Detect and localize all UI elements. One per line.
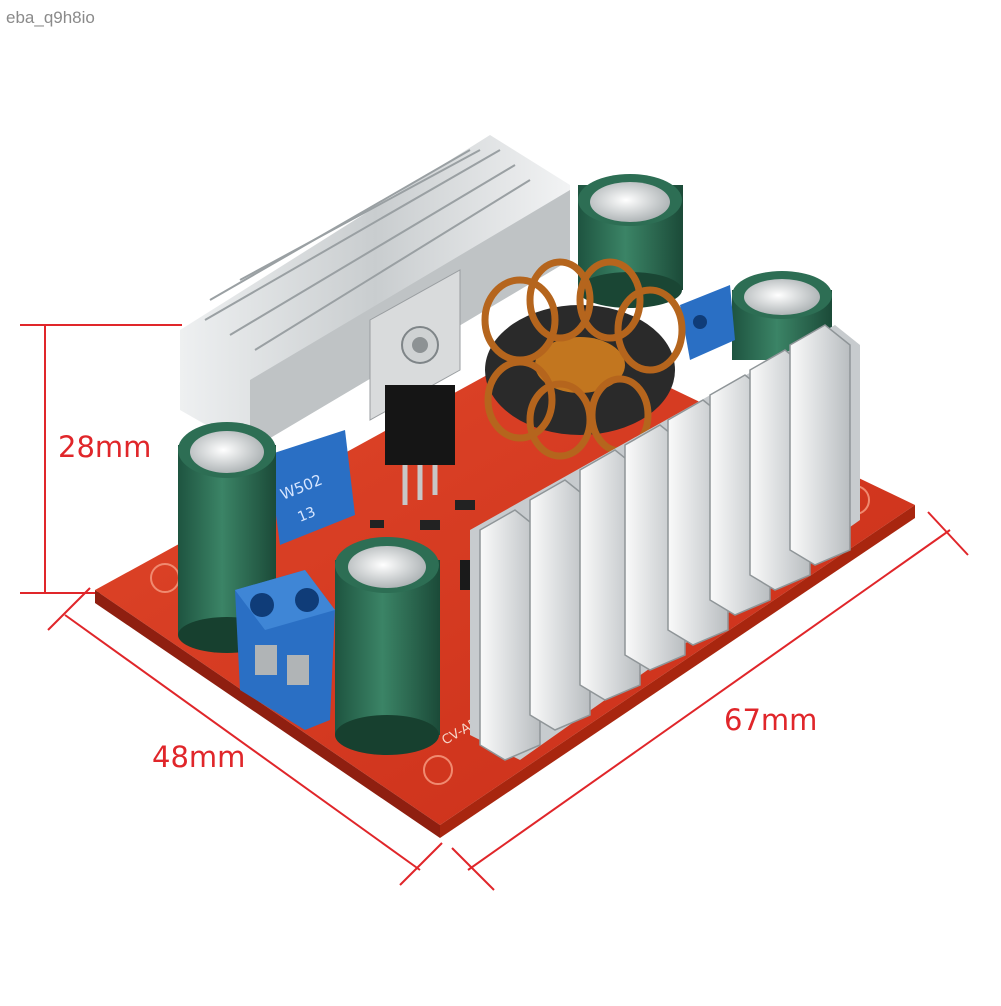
capacitor-back-center <box>578 174 683 308</box>
length-dimension-label: 67mm <box>724 703 818 737</box>
capacitor-front <box>335 537 440 755</box>
watermark-text: eba_q9h8io <box>6 8 95 27</box>
capacitor-left <box>178 422 276 653</box>
potentiometer-code: 13 <box>296 504 319 526</box>
terminal-block-right <box>680 285 735 360</box>
trim-potentiometer: W502 13 <box>268 430 355 545</box>
back-heatsink <box>180 135 570 505</box>
toroid-inductor <box>481 258 686 460</box>
width-dimension-label: 48mm <box>152 740 246 774</box>
terminal-block-front <box>235 570 335 730</box>
dimension-lines <box>20 324 969 891</box>
height-dimension-label: 28mm <box>58 430 152 464</box>
front-heatsink <box>470 324 860 761</box>
